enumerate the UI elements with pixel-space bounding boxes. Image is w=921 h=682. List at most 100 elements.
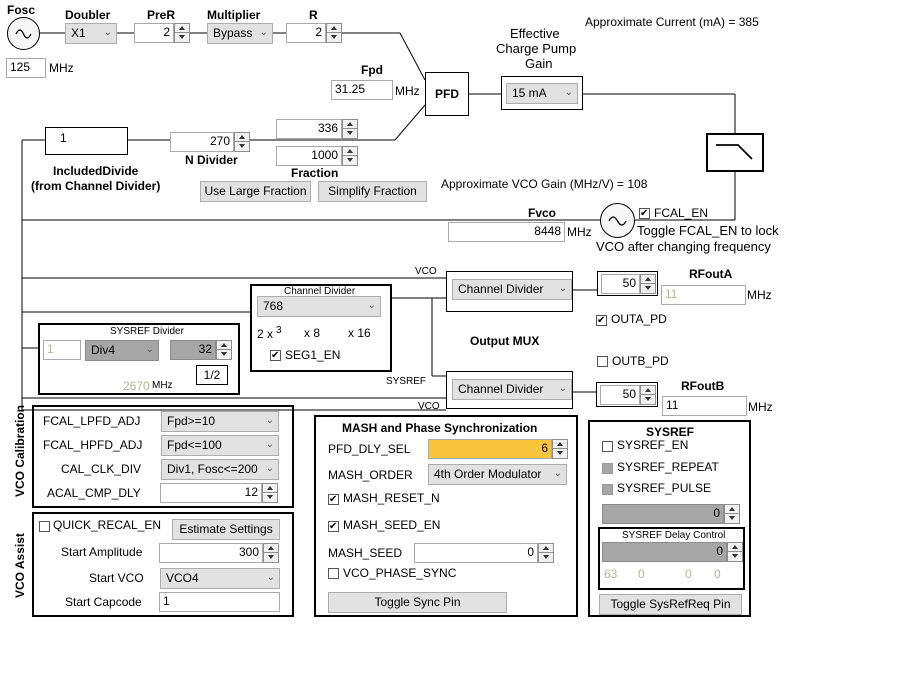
mux-a-value: Channel Divider [458, 282, 544, 296]
outa-power-input[interactable]: 50 [601, 274, 640, 294]
quick-recal-label: QUICK_RECAL_EN [53, 518, 162, 532]
simplify-fraction-button[interactable]: Simplify Fraction [318, 181, 427, 202]
sysref-div-select[interactable]: Div4⌄ [85, 340, 159, 361]
outa-power-stepper[interactable] [640, 274, 656, 294]
sysref-repeat-checkbox[interactable] [602, 463, 613, 474]
start-capcode-label: Start Capcode [65, 595, 142, 609]
rfoutb-value: 11 [662, 396, 747, 416]
chevron-down-icon: ⌄ [553, 468, 562, 479]
r-stepper[interactable] [326, 23, 342, 43]
rfoutb-label: RFoutB [681, 379, 725, 393]
sysref-divider-input[interactable]: 1 [43, 340, 81, 360]
cal-clk-div-label: CAL_CLK_DIV [61, 462, 142, 476]
cp-gain-select[interactable]: 15 mA⌄ [506, 83, 578, 104]
mux-a-select[interactable]: Channel Divider⌄ [452, 279, 572, 300]
sysref-delay-input[interactable]: 0 [602, 542, 727, 562]
outb-power-stepper[interactable] [640, 385, 656, 405]
start-capcode-input[interactable]: 1 [159, 592, 280, 612]
estimate-settings-button[interactable]: Estimate Settings [172, 519, 280, 540]
fcal-lpfd-select[interactable]: Fpd>=10⌄ [161, 411, 279, 432]
fraction-denominator-input[interactable]: 1000 [276, 146, 342, 166]
n-divider-stepper[interactable] [234, 132, 250, 152]
start-vco-select[interactable]: VCO4⌄ [160, 568, 280, 589]
fosc-input[interactable]: 125 [6, 58, 46, 78]
channel-divider-title: Channel Divider [284, 286, 356, 297]
mash-seed-stepper[interactable] [538, 543, 554, 563]
seg1-en-checkbox[interactable] [270, 350, 281, 361]
r-label: R [309, 8, 318, 22]
chevron-down-icon: ⌄ [265, 439, 274, 450]
sysref-pulse-checkbox[interactable] [602, 484, 613, 495]
mash-reset-n-checkbox[interactable] [328, 494, 339, 505]
mash-order-label: MASH_ORDER [328, 468, 413, 482]
sysref-pulse-count-stepper[interactable] [724, 504, 740, 524]
prer-stepper[interactable] [174, 23, 190, 43]
fcal-en-label: FCAL_EN [654, 206, 709, 220]
mux-b-select[interactable]: Channel Divider⌄ [452, 379, 572, 400]
sysref-delay-title: SYSREF Delay Control [622, 530, 726, 541]
multiplier-value: Bypass [213, 26, 253, 40]
channel-divider-select[interactable]: 768⌄ [257, 296, 381, 317]
doubler-select[interactable]: X1⌄ [65, 23, 117, 44]
toggle-sync-pin-button[interactable]: Toggle Sync Pin [328, 592, 507, 613]
fvco-label: Fvco [528, 206, 557, 220]
quick-recal-checkbox[interactable] [39, 521, 50, 532]
cal-clk-div-select[interactable]: Div1, Fosc<=200⌄ [161, 459, 279, 480]
chevron-down-icon: ⌄ [265, 463, 274, 474]
outa-pd-checkbox[interactable] [596, 315, 607, 326]
mash-seed-en-label: MASH_SEED_EN [343, 518, 441, 532]
start-amplitude-stepper[interactable] [263, 543, 279, 563]
fcal-hpfd-value: Fpd<=100 [167, 438, 222, 452]
sysref-prediv-stepper[interactable] [216, 340, 232, 360]
mash-seed-input[interactable]: 0 [414, 543, 538, 563]
mash-order-value: 4th Order Modulator [434, 467, 542, 481]
sysref-delay-stepper[interactable] [727, 542, 743, 562]
doubler-label: Doubler [65, 8, 111, 22]
oscillator-icon [7, 17, 40, 50]
multiplier-label: Multiplier [207, 8, 261, 22]
fpd-value: 31.25 [331, 80, 393, 100]
acal-cmp-dly-input[interactable]: 12 [160, 483, 262, 503]
fcal-hpfd-select[interactable]: Fpd<=100 ⌄ [161, 435, 279, 456]
acal-cmp-dly-stepper[interactable] [262, 483, 278, 503]
sysref-pulse-count-input[interactable]: 0 [602, 504, 724, 524]
prer-label: PreR [147, 8, 176, 22]
chevron-down-icon: ⌄ [367, 300, 376, 311]
outb-pd-checkbox[interactable] [597, 356, 608, 367]
chdiv-factor-1-value: 3 [276, 325, 282, 336]
vco-phase-sync-checkbox[interactable] [328, 568, 339, 579]
seg1-en-label: SEG1_EN [285, 348, 341, 362]
mash-order-select[interactable]: 4th Order Modulator ⌄ [428, 464, 567, 485]
outb-power-input[interactable]: 50 [600, 385, 640, 405]
chevron-down-icon: ⌄ [266, 572, 275, 583]
sysref-delay-field-3: 0 [685, 567, 692, 581]
fraction-numerator-stepper[interactable] [342, 119, 358, 139]
mash-seed-en-checkbox[interactable] [328, 521, 339, 532]
included-divide-label: IncludedDivide [53, 164, 139, 178]
sysref-title: SYSREF [646, 425, 695, 439]
fraction-denominator-stepper[interactable] [342, 146, 358, 166]
start-amplitude-input[interactable]: 300 [159, 543, 263, 563]
fcal-en-checkbox[interactable] [639, 208, 650, 219]
fraction-label: Fraction [291, 166, 339, 180]
fcal-lpfd-label: FCAL_LPFD_ADJ [43, 414, 141, 428]
half-divider-block: 1/2 [196, 365, 228, 385]
r-input[interactable]: 2 [286, 23, 326, 43]
rfoutb-unit: MHz [748, 400, 773, 414]
sysref-freq-unit: MHz [152, 380, 173, 391]
sysref-prediv-input[interactable]: 32 [170, 340, 216, 360]
vco-wire-label-2: VCO [418, 401, 440, 412]
approx-vco-gain: Approximate VCO Gain (MHz/V) = 108 [441, 177, 648, 191]
n-divider-input[interactable]: 270 [170, 132, 234, 152]
cp-gain-label-3: Gain [525, 56, 553, 71]
sysref-en-checkbox[interactable] [602, 441, 613, 452]
fcal-note-2: VCO after changing frequency [596, 239, 771, 254]
multiplier-select[interactable]: Bypass⌄ [207, 23, 273, 44]
use-large-fraction-button[interactable]: Use Large Fraction [200, 181, 311, 202]
toggle-sysrefreq-pin-button[interactable]: Toggle SysRefReq Pin [599, 594, 742, 615]
pfd-dly-sel-stepper[interactable] [552, 439, 568, 459]
fraction-numerator-input[interactable]: 336 [276, 119, 342, 139]
sysref-div-value: Div4 [91, 343, 116, 357]
pfd-dly-sel-input[interactable]: 6 [428, 439, 552, 459]
prer-input[interactable]: 2 [134, 23, 174, 43]
